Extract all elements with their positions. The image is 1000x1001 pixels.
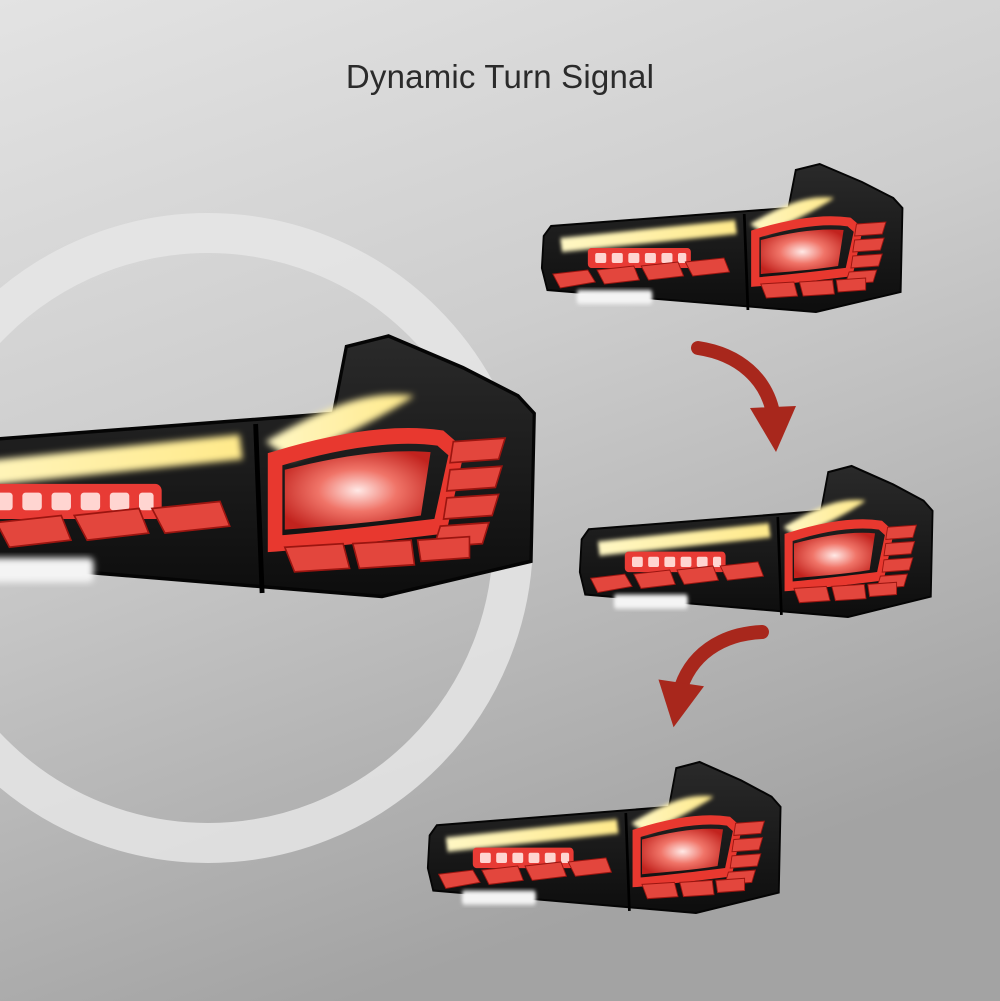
page-title: Dynamic Turn Signal bbox=[345, 58, 655, 95]
